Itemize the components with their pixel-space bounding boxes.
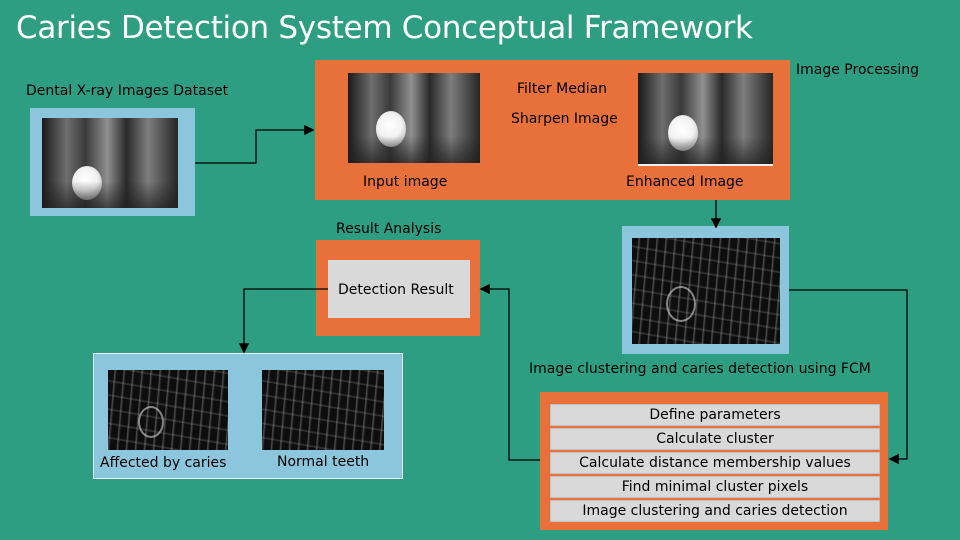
fcm-step-5: Image clustering and caries detection (550, 500, 880, 522)
result-analysis-label: Result Analysis (336, 221, 442, 237)
fcm-steps-panel: Define parameters Calculate cluster Calc… (540, 392, 888, 530)
input-xray-image (348, 73, 480, 163)
detection-result-label: Detection Result (338, 282, 454, 298)
affected-xray-image (108, 370, 228, 450)
arrow-fcm-to-result (479, 283, 540, 461)
clustered-xray-image (632, 238, 780, 344)
image-processing-label: Image Processing (796, 62, 920, 78)
fcm-step-4: Find minimal cluster pixels (550, 476, 880, 498)
page-title: Caries Detection System Conceptual Frame… (16, 10, 753, 46)
input-image-label: Input image (363, 174, 448, 190)
output-panel: Affected by caries Normal teeth (93, 353, 403, 479)
dataset-label: Dental X-ray Images Dataset (26, 83, 229, 99)
affected-label: Affected by caries (100, 455, 227, 471)
enhanced-xray-image (638, 73, 773, 166)
filter-median-label: Filter Median (517, 81, 608, 97)
fcm-label: Image clustering and caries detection us… (529, 361, 871, 377)
sharpen-image-label: Sharpen Image (511, 111, 618, 127)
arrow-clustered-to-fcm (789, 289, 908, 465)
fcm-step-3: Calculate distance membership values (550, 452, 880, 474)
dataset-xray-image (42, 118, 178, 208)
clustered-image-panel (622, 226, 789, 354)
image-processing-panel: Filter Median Sharpen Image Input image … (315, 60, 790, 200)
normal-xray-image (262, 370, 384, 450)
result-analysis-panel: Detection Result (316, 240, 480, 336)
fcm-step-1: Define parameters (550, 404, 880, 426)
normal-label: Normal teeth (277, 454, 370, 470)
detection-result-box: Detection Result (328, 260, 470, 318)
arrow-result-to-output (238, 288, 328, 354)
arrow-dataset-to-processing (195, 124, 315, 164)
fcm-step-2: Calculate cluster (550, 428, 880, 450)
dataset-panel (30, 108, 195, 216)
enhanced-image-label: Enhanced Image (626, 174, 744, 190)
